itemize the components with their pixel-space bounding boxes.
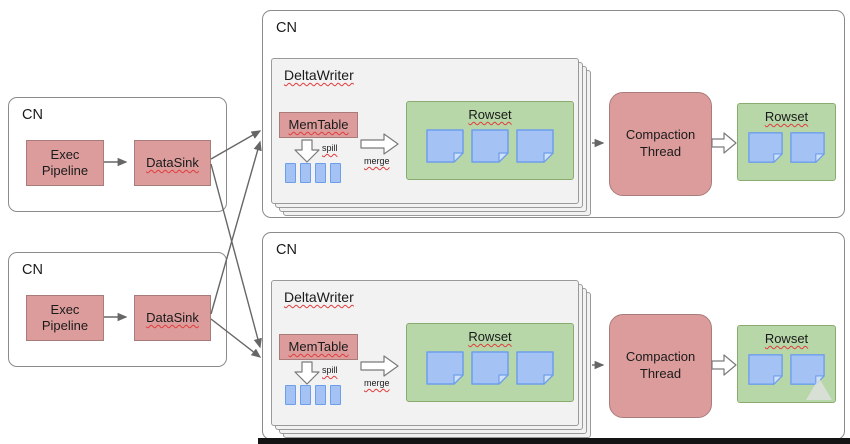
compaction-thread-node: Compaction Thread [609, 92, 712, 196]
output-arrow-icon [711, 132, 737, 154]
document-icon [471, 351, 509, 385]
merge-label: merge [364, 156, 390, 166]
rowset-docs [426, 351, 554, 385]
queue-segment [330, 163, 341, 183]
memtable-flush-queue [285, 385, 341, 405]
bottom-bar [258, 438, 850, 444]
queue-segment [300, 385, 311, 405]
queue-segment [285, 163, 296, 183]
rowset-docs [748, 353, 825, 386]
memtable-label: MemTable [288, 338, 349, 354]
rowset-label: Rowset [764, 331, 809, 346]
rowset-docs [426, 129, 554, 163]
datasink-node: DataSink [134, 295, 211, 341]
document-icon [426, 129, 464, 163]
document-icon [748, 354, 783, 385]
queue-segment [285, 385, 296, 405]
queue-segment [315, 163, 326, 183]
rowset-label: Rowset [468, 329, 512, 344]
spill-arrow-icon [294, 139, 320, 163]
merge-arrow-icon [360, 355, 399, 377]
spill-label: spill [322, 365, 338, 375]
queue-segment [315, 385, 326, 405]
memtable-node: MemTable [279, 334, 358, 360]
deltawriter-stack: DeltaWriter MemTable spill merge [271, 58, 579, 204]
document-icon [471, 129, 509, 163]
cn-box-right-bottom: CN DeltaWriter MemTable spill [262, 232, 845, 440]
exec-pipeline-node: Exec Pipeline [26, 140, 104, 186]
deltawriter-label: DeltaWriter [284, 67, 354, 83]
cn-box-left-bottom: CN Exec Pipeline DataSink [8, 252, 227, 367]
cn-label: CN [22, 262, 43, 278]
deltawriter-label: DeltaWriter [284, 289, 354, 305]
document-icon [426, 351, 464, 385]
datasink-label: DataSink [146, 154, 199, 170]
cn-label: CN [276, 20, 297, 36]
merge-label: merge [364, 378, 390, 388]
document-icon [748, 132, 783, 163]
spill-label: spill [322, 143, 338, 153]
rowset-node: Rowset [406, 101, 574, 180]
cn-box-left-top: CN Exec Pipeline DataSink [8, 97, 227, 212]
queue-segment [300, 163, 311, 183]
document-icon [516, 129, 554, 163]
cn-label: CN [276, 242, 297, 258]
rowset-output-node: Rowset [737, 103, 836, 181]
rowset-docs [748, 131, 825, 164]
output-arrow-icon [711, 354, 737, 376]
watermark-triangle [806, 378, 832, 400]
rowset-node: Rowset [406, 323, 574, 402]
merge-arrow-icon [360, 133, 399, 155]
queue-segment [330, 385, 341, 405]
memtable-label: MemTable [288, 116, 349, 132]
cn-box-right-top: CN DeltaWriter MemTable spill [262, 10, 845, 218]
document-icon [790, 132, 825, 163]
memtable-flush-queue [285, 163, 341, 183]
rowset-label: Rowset [764, 109, 809, 124]
deltawriter-stack: DeltaWriter MemTable spill merge [271, 280, 579, 426]
document-icon [516, 351, 554, 385]
datasink-node: DataSink [134, 140, 211, 186]
rowset-label: Rowset [468, 107, 512, 122]
datasink-label: DataSink [146, 309, 199, 325]
memtable-node: MemTable [279, 112, 358, 138]
spill-arrow-icon [294, 361, 320, 385]
compaction-thread-node: Compaction Thread [609, 314, 712, 418]
cn-label: CN [22, 107, 43, 123]
exec-pipeline-node: Exec Pipeline [26, 295, 104, 341]
